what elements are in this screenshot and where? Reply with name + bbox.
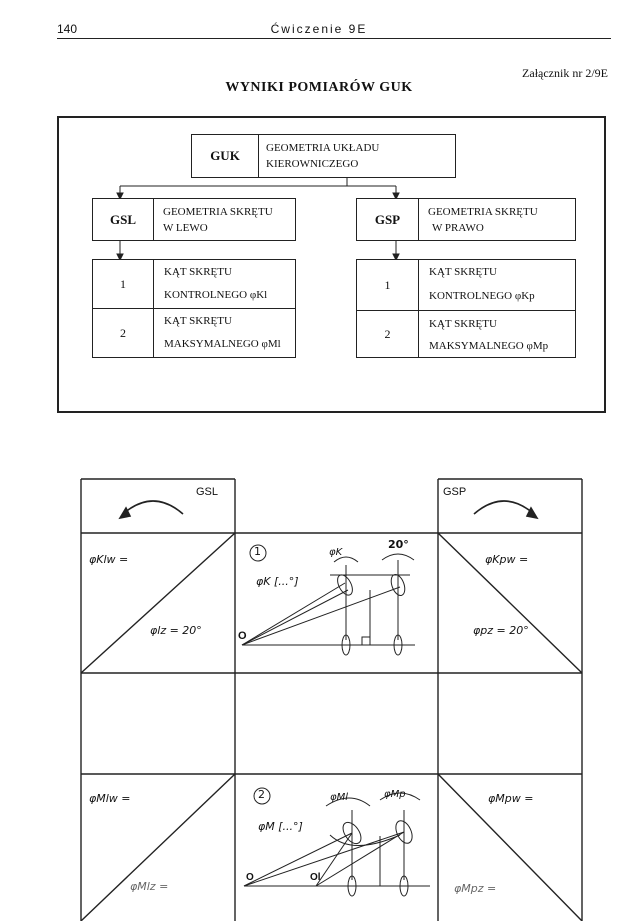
- phi-k-angle: φK: [329, 547, 343, 558]
- table-gsl-header: GSL: [196, 486, 219, 498]
- gsl-line2: W LEWO: [163, 222, 208, 234]
- phi-mpw-field: φMpw =: [488, 792, 534, 805]
- header-rule: [57, 38, 611, 39]
- gsl-item-1-num: 1: [92, 259, 154, 309]
- gsl-item-2-line2: MAKSYMALNEGO φMl: [164, 338, 281, 350]
- gsl-item-2: KĄT SKRĘTU MAKSYMALNEGO φMl: [153, 308, 296, 358]
- guk-description: GEOMETRIA UKŁADU KIEROWNICZEGO: [266, 142, 380, 170]
- gsl-description-box: GEOMETRIA SKRĘTU W LEWO: [153, 198, 296, 241]
- phi-mlz-field: φMlz =: [130, 880, 169, 893]
- row3-number: 2: [258, 788, 265, 801]
- phi-ml-angle: φMl: [330, 792, 349, 803]
- attachment-label: Załącznik nr 2/9E: [522, 66, 608, 80]
- row1-number: 1: [254, 545, 261, 558]
- gsp-line1: GEOMETRIA SKRĘTU: [428, 206, 538, 218]
- guk-code-box: GUK: [191, 134, 259, 178]
- table-gsp-header: GSP: [443, 486, 467, 498]
- phi-lz-label: φlz = 20°: [150, 624, 202, 637]
- gsp-item-1: KĄT SKRĘTU KONTROLNEGO φKp: [418, 259, 576, 311]
- gsl-item-1-line1: KĄT SKRĘTU: [164, 266, 232, 278]
- phi-mlw-field: φMlw =: [89, 792, 131, 805]
- guk-description-box: GEOMETRIA UKŁADU KIEROWNICZEGO: [258, 134, 456, 178]
- page-number: 140: [57, 22, 78, 36]
- gsl-item-1-line2: KONTROLNEGO φKl: [164, 289, 268, 301]
- gsl-item-2-line1: KĄT SKRĘTU: [164, 315, 232, 327]
- twenty-deg-angle: 20°: [388, 538, 409, 551]
- gsp-description-box: GEOMETRIA SKRĘTU W PRAWO: [418, 198, 576, 241]
- gsp-code-box: GSP: [356, 198, 419, 241]
- phi-klw-field: φKlw =: [89, 553, 129, 566]
- phi-pz-label: φpz = 20°: [473, 624, 529, 637]
- origin-ol-row3: Ol: [310, 872, 321, 883]
- phi-m-label: φM [...°]: [258, 820, 303, 833]
- gsp-line2: W PRAWO: [432, 222, 484, 234]
- gsl-item-1: KĄT SKRĘTU KONTROLNEGO φKl: [153, 259, 296, 309]
- origin-o-row3: O: [246, 872, 254, 883]
- gsp-item-1-line2: KONTROLNEGO φKp: [429, 290, 535, 302]
- gsl-code-box: GSL: [92, 198, 154, 241]
- phi-k-label: φK [...°]: [256, 575, 299, 588]
- guk-diagram-frame: [57, 116, 606, 413]
- origin-o-row1: O: [238, 630, 247, 642]
- document-title: WYNIKI POMIARÓW GUK: [225, 80, 413, 95]
- gsp-item-2-line2: MAKSYMALNEGO φMp: [429, 340, 549, 352]
- gsp-item-1-line1: KĄT SKRĘTU: [429, 266, 497, 278]
- chapter-title: Ćwiczenie 9E: [270, 22, 368, 36]
- phi-mpz-field: φMpz =: [454, 882, 497, 895]
- phi-mp-angle: φMp: [384, 789, 406, 800]
- phi-kpw-field: φKpw =: [485, 553, 529, 566]
- gsp-item-2: KĄT SKRĘTU MAKSYMALNEGO φMp: [418, 310, 576, 358]
- gsp-item-2-line1: KĄT SKRĘTU: [429, 318, 497, 330]
- gsp-item-2-num: 2: [356, 310, 419, 358]
- gsl-line1: GEOMETRIA SKRĘTU: [163, 206, 273, 218]
